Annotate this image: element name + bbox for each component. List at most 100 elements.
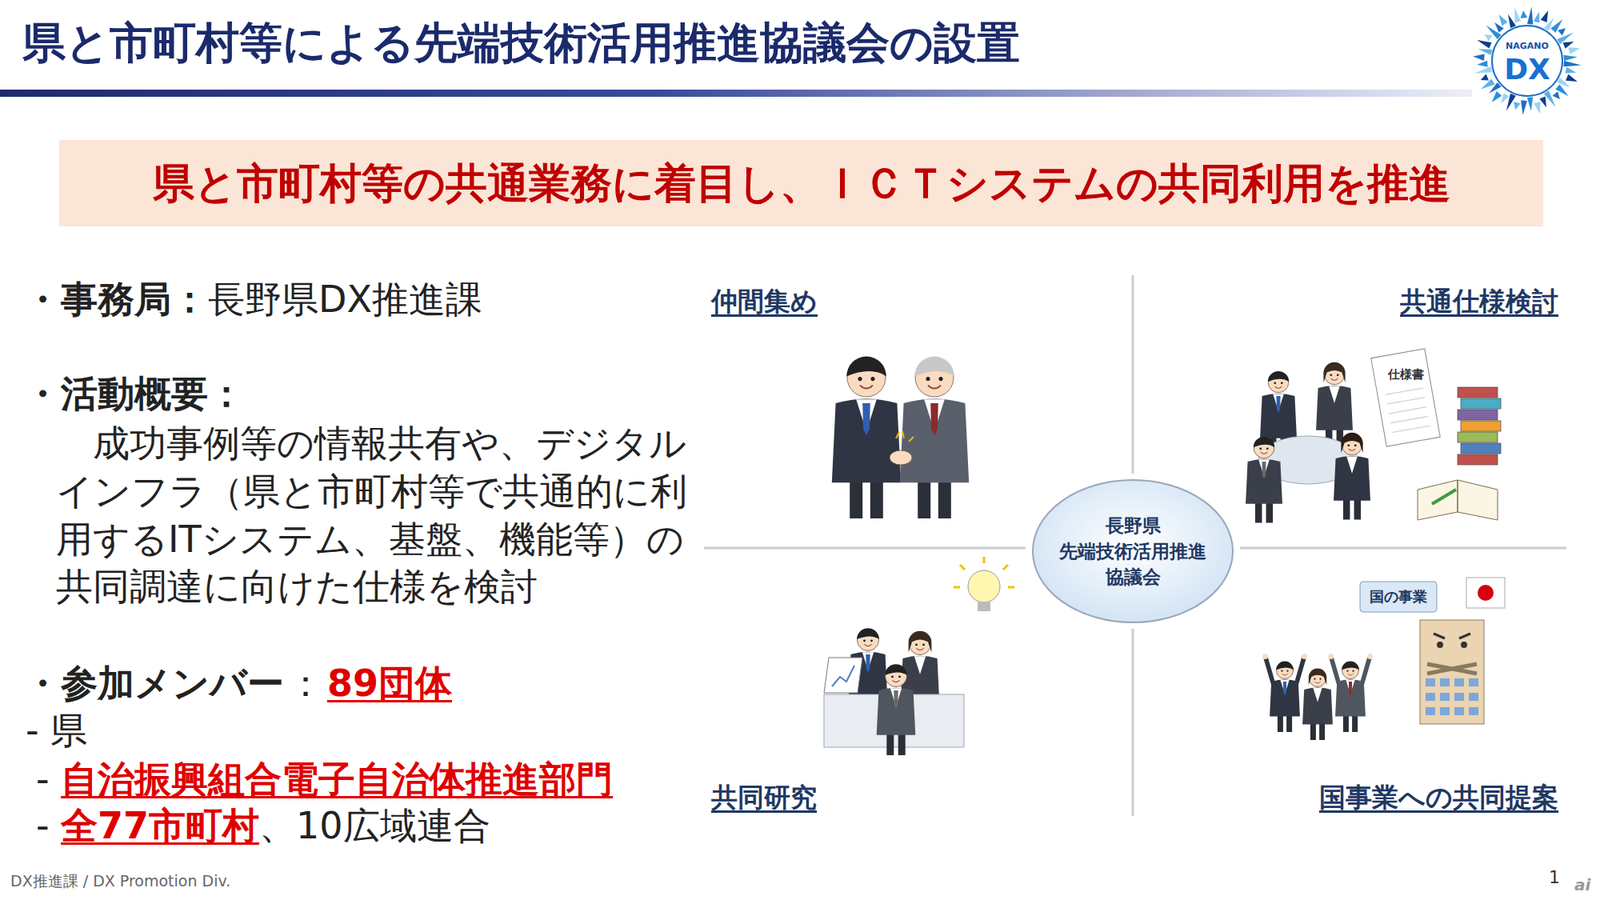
shirt <box>1328 385 1340 403</box>
body <box>876 688 916 736</box>
person-figure <box>900 356 969 519</box>
tie <box>1283 681 1287 696</box>
building-brows <box>1433 633 1471 639</box>
logo-shard <box>1492 91 1502 103</box>
person-figure <box>1262 653 1308 732</box>
tie <box>862 403 871 436</box>
document-line <box>1385 388 1424 395</box>
lightbulb <box>968 570 1000 603</box>
chart-on-screen <box>832 665 855 687</box>
hair <box>1340 432 1363 453</box>
tie <box>1261 461 1266 479</box>
window <box>1425 707 1436 716</box>
logo-shard <box>1499 14 1508 26</box>
window <box>1440 678 1450 687</box>
building-arms <box>1427 664 1477 674</box>
arm <box>1331 658 1340 686</box>
tie <box>893 690 898 709</box>
mouth <box>1331 378 1339 380</box>
hair <box>1308 668 1327 685</box>
headline-banner: 県と市町村等の共通業務に着目し、ＩＣＴシステムの共同利用を推進 <box>59 140 1544 227</box>
document-sheet <box>1371 348 1440 447</box>
tie <box>1276 396 1280 413</box>
leg <box>1266 500 1274 523</box>
body <box>1302 688 1333 725</box>
book <box>1457 432 1498 443</box>
logo-shard <box>1472 53 1484 61</box>
member-item: 全77市町村 <box>60 803 260 850</box>
eye <box>1354 444 1357 447</box>
eye <box>863 639 866 642</box>
body <box>1245 459 1283 504</box>
list-dash: - <box>36 756 50 804</box>
person-figure <box>876 664 916 756</box>
divider-line <box>1132 275 1135 474</box>
shirt <box>1346 456 1358 473</box>
logo-shard <box>1565 67 1577 74</box>
book <box>1457 387 1498 398</box>
eye <box>870 639 873 642</box>
logo-shard <box>1514 8 1521 24</box>
arm <box>1296 658 1304 686</box>
logo-shard <box>1527 96 1533 111</box>
hand <box>1328 653 1334 660</box>
council-name: 長野県 先端技術活用推進 協議会 <box>1047 512 1219 591</box>
research-illustration <box>824 556 1015 756</box>
leg <box>1354 497 1362 520</box>
person-figure <box>1302 668 1333 740</box>
body <box>1316 385 1353 431</box>
mouth <box>1348 448 1356 451</box>
eye <box>1266 447 1269 450</box>
eye <box>1280 381 1284 384</box>
body <box>1335 680 1366 717</box>
item-heading: ・事務局： <box>24 276 208 324</box>
leg <box>1319 722 1325 740</box>
leg <box>870 477 884 519</box>
item-heading: ・参加メンバー <box>24 660 284 708</box>
slide-title: 県と市町村等による先端技術活用推進協議会の設置 <box>22 17 1020 70</box>
eye <box>1347 444 1350 447</box>
leg <box>1352 714 1358 732</box>
hand <box>1301 653 1308 660</box>
logo-shard <box>1478 48 1493 56</box>
list-dash: - <box>36 803 50 850</box>
logo-shard <box>1557 28 1566 36</box>
leg <box>1343 714 1349 732</box>
quadrant-label: 仲間集め <box>711 284 818 318</box>
hair <box>1253 436 1275 448</box>
eye <box>857 376 862 381</box>
page-number: 1 <box>1548 866 1560 889</box>
hair <box>856 628 880 640</box>
handshake-illustration <box>832 356 969 519</box>
mouth <box>860 385 873 389</box>
logo-shard <box>1513 101 1520 110</box>
logo-shard <box>1552 91 1560 100</box>
mouth <box>1260 452 1268 454</box>
book <box>1457 454 1498 465</box>
hand <box>1367 653 1373 660</box>
item-value: 長野県DX推進課 <box>208 276 483 324</box>
leg <box>1255 500 1263 523</box>
body <box>1260 393 1297 439</box>
eye <box>938 376 943 381</box>
document-line <box>1388 407 1427 414</box>
window <box>1454 692 1464 701</box>
laptop <box>824 657 863 693</box>
leg <box>886 732 894 756</box>
logo-text: NAGANO <box>1505 40 1549 52</box>
logo-shard <box>1568 47 1580 54</box>
document-label: 仕様書 <box>1388 367 1424 383</box>
watermark: ai <box>1574 875 1591 896</box>
hair <box>914 356 955 377</box>
window <box>1440 707 1450 716</box>
logo-shard <box>1520 10 1528 18</box>
mouth <box>1315 681 1321 684</box>
logo <box>1472 6 1582 116</box>
logo-shard <box>1500 92 1509 104</box>
book <box>1457 409 1498 420</box>
leg <box>938 477 952 519</box>
window <box>1454 678 1464 687</box>
title-bar <box>0 89 1472 97</box>
shirt <box>914 656 926 675</box>
hair <box>1323 362 1345 383</box>
